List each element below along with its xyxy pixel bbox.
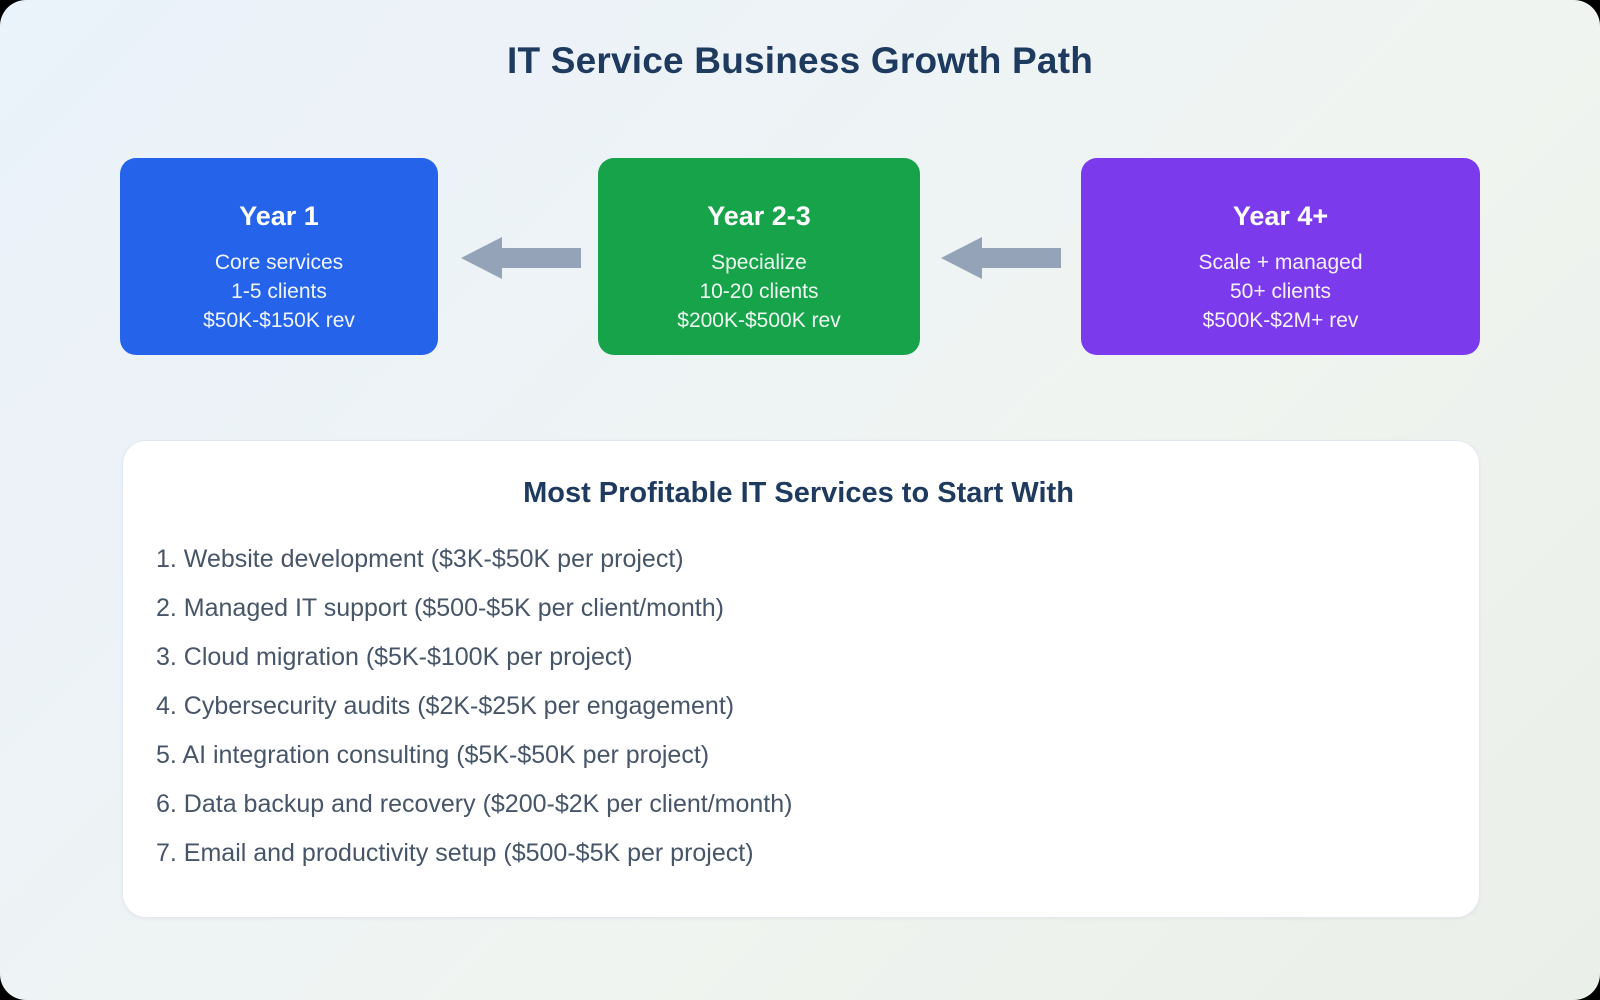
list-item: 4. Cybersecurity audits ($2K-$25K per en…: [156, 692, 735, 720]
stage-detail: $200K-$500K rev: [677, 308, 841, 332]
stage-detail: Specialize: [711, 250, 807, 274]
stage-box-year-2-3: Year 2-3 Specialize 10-20 clients $200K-…: [598, 158, 920, 355]
stage-title: Year 4+: [1232, 200, 1329, 231]
stage-box-year-1: Year 1 Core services 1-5 clients $50K-$1…: [120, 158, 438, 355]
stage-detail: $50K-$150K rev: [203, 308, 355, 332]
page-title: IT Service Business Growth Path: [506, 40, 1094, 81]
profitable-services-card: Most Profitable IT Services to Start Wit…: [122, 440, 1480, 918]
list-item: 7. Email and productivity setup ($500-$5…: [156, 839, 754, 867]
list-item: 2. Managed IT support ($500-$5K per clie…: [156, 594, 724, 622]
list-item: 5. AI integration consulting ($5K-$50K p…: [156, 741, 710, 769]
card-title: Most Profitable IT Services to Start Wit…: [523, 477, 1074, 509]
stage-title: Year 1: [239, 200, 319, 231]
list-item: 3. Cloud migration ($5K-$100K per projec…: [156, 643, 633, 671]
services-list: 1. Website development ($3K-$50K per pro…: [156, 546, 1441, 866]
stage-title: Year 2-3: [707, 200, 811, 231]
stage-detail: 50+ clients: [1230, 279, 1331, 303]
stage-detail: Scale + managed: [1198, 250, 1363, 274]
list-item: 6. Data backup and recovery ($200-$2K pe…: [156, 790, 793, 818]
stage-detail: Core services: [214, 250, 344, 274]
stage-box-year-4-plus: Year 4+ Scale + managed 50+ clients $500…: [1081, 158, 1480, 355]
stage-detail: 1-5 clients: [231, 279, 327, 303]
list-item: 1. Website development ($3K-$50K per pro…: [156, 545, 684, 573]
left-arrow-icon: [461, 237, 581, 279]
left-arrow-icon: [941, 237, 1061, 279]
stage-detail: 10-20 clients: [699, 279, 819, 303]
stage-detail: $500K-$2M+ rev: [1202, 308, 1359, 332]
